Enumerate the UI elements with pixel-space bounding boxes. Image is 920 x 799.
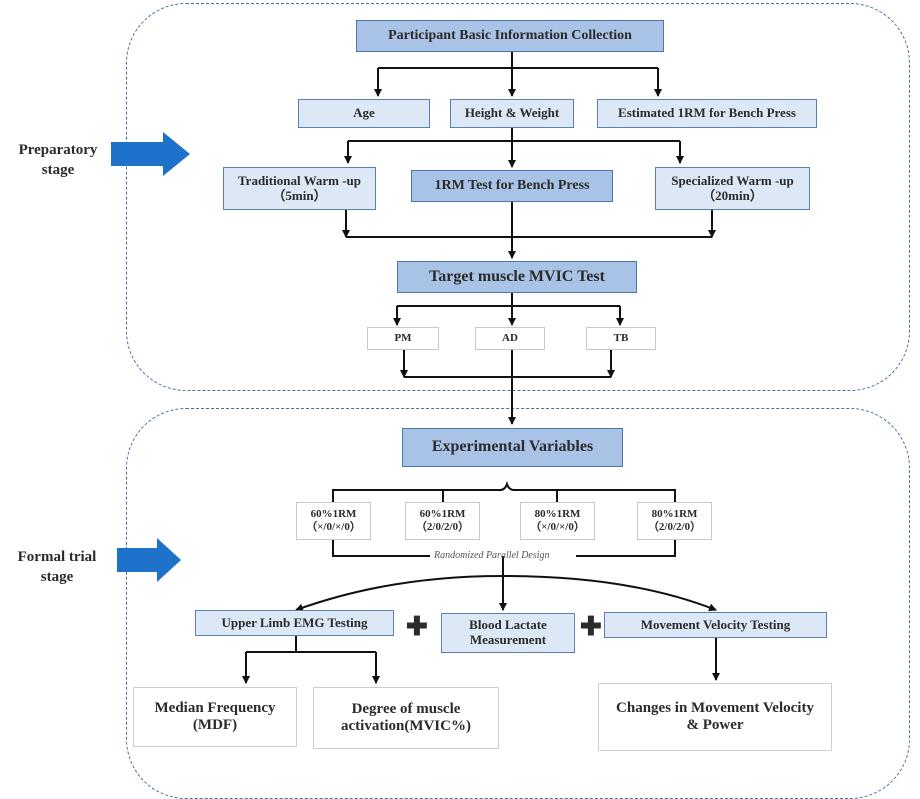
experimental-variables-box: Experimental Variables [402, 428, 623, 467]
traditional-warmup-box: Traditional Warm -up （5min） [223, 167, 376, 210]
activation-result-box: Degree of muscle activation(MVIC%) [313, 687, 499, 749]
emg-testing-box: Upper Limb EMG Testing [195, 610, 394, 636]
condition-box-2: 60%1RM （2/0/2/0） [405, 502, 480, 540]
muscle-box-tb: TB [586, 327, 656, 350]
estimated-1rm-box: Estimated 1RM for Bench Press [597, 99, 817, 128]
condition-box-4: 80%1RM （2/0/2/0） [637, 502, 712, 540]
height-weight-box: Height & Weight [450, 99, 574, 128]
preparatory-stage-label: Preparatory stage [18, 142, 98, 178]
1rm-test-box: 1RM Test for Bench Press [411, 170, 613, 202]
specialized-warmup-box: Specialized Warm -up （20min） [655, 167, 810, 210]
randomized-design-note: Randomized Parallel Design [434, 550, 550, 561]
velocity-power-result-box: Changes in Movement Velocity & Power [598, 683, 832, 751]
blood-lactate-box: Blood Lactate Measurement [441, 613, 575, 653]
preparatory-panel [126, 3, 910, 391]
formal-stage-arrow-icon [117, 538, 181, 582]
formal-stage-label: Formal trial stage [17, 549, 97, 585]
participant-info-box: Participant Basic Information Collection [356, 20, 664, 52]
condition-box-1: 60%1RM （×/0/×/0） [296, 502, 371, 540]
mdf-result-box: Median Frequency (MDF) [133, 687, 297, 747]
condition-box-3: 80%1RM （×/0/×/0） [520, 502, 595, 540]
age-box: Age [298, 99, 430, 128]
preparatory-stage-arrow-icon [111, 132, 190, 176]
velocity-testing-box: Movement Velocity Testing [604, 612, 827, 638]
plus-icon-2: ✚ [580, 611, 602, 641]
plus-icon-1: ✚ [406, 611, 428, 641]
muscle-box-ad: AD [475, 327, 545, 350]
muscle-box-pm: PM [367, 327, 439, 350]
mvic-test-box: Target muscle MVIC Test [397, 261, 637, 293]
